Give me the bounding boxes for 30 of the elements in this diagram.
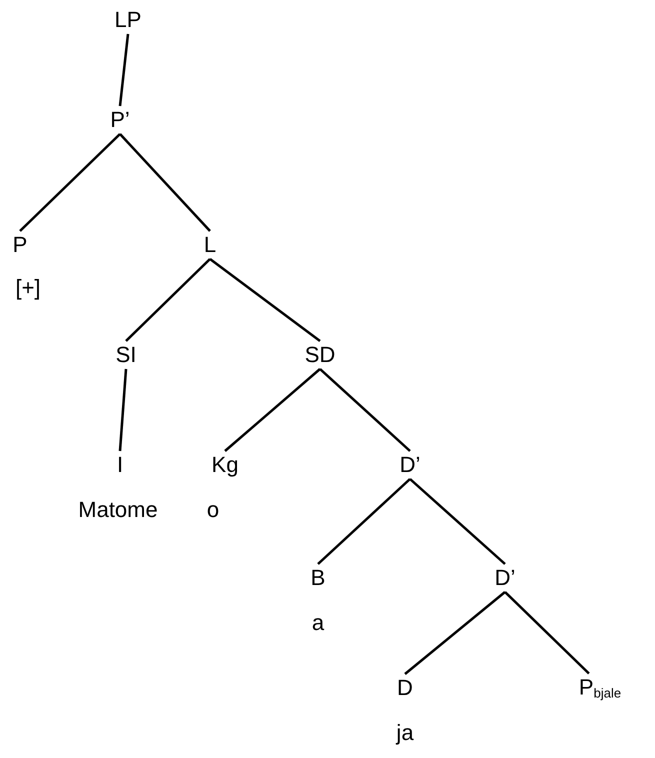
- tree-branch: [118, 368, 128, 452]
- node-label: P: [12, 232, 28, 257]
- node-label: B: [310, 565, 326, 590]
- tree-branch: [404, 591, 506, 675]
- node-label: LP: [114, 7, 142, 32]
- node-label: SD: [304, 342, 336, 367]
- word-label: Matome: [78, 499, 158, 521]
- node-label: P’: [110, 107, 130, 132]
- node-label: SI: [116, 342, 136, 367]
- node-label: L: [204, 232, 216, 257]
- tree-branch: [409, 478, 506, 565]
- tree-branch: [224, 368, 321, 452]
- node-label: Kg: [212, 452, 238, 477]
- node-label: D’: [400, 452, 420, 477]
- word-label: [+]: [15, 277, 41, 299]
- tree-branch: [209, 258, 321, 342]
- tree-branch: [317, 478, 411, 565]
- node-label: D’: [494, 565, 516, 590]
- tree-branch: [119, 133, 211, 232]
- tree-branch: [504, 591, 590, 674]
- tree-branch: [19, 133, 121, 232]
- word-label: o: [206, 499, 220, 521]
- node-label: P$_{bjale}$: [578, 674, 622, 700]
- word-label: ja: [396, 722, 414, 744]
- node-label: I: [116, 452, 124, 477]
- word-label: a: [312, 612, 324, 634]
- node-label: D: [397, 675, 413, 700]
- tree-branch: [319, 368, 411, 452]
- tree-branch: [118, 34, 130, 106]
- tree-branch: [125, 258, 211, 342]
